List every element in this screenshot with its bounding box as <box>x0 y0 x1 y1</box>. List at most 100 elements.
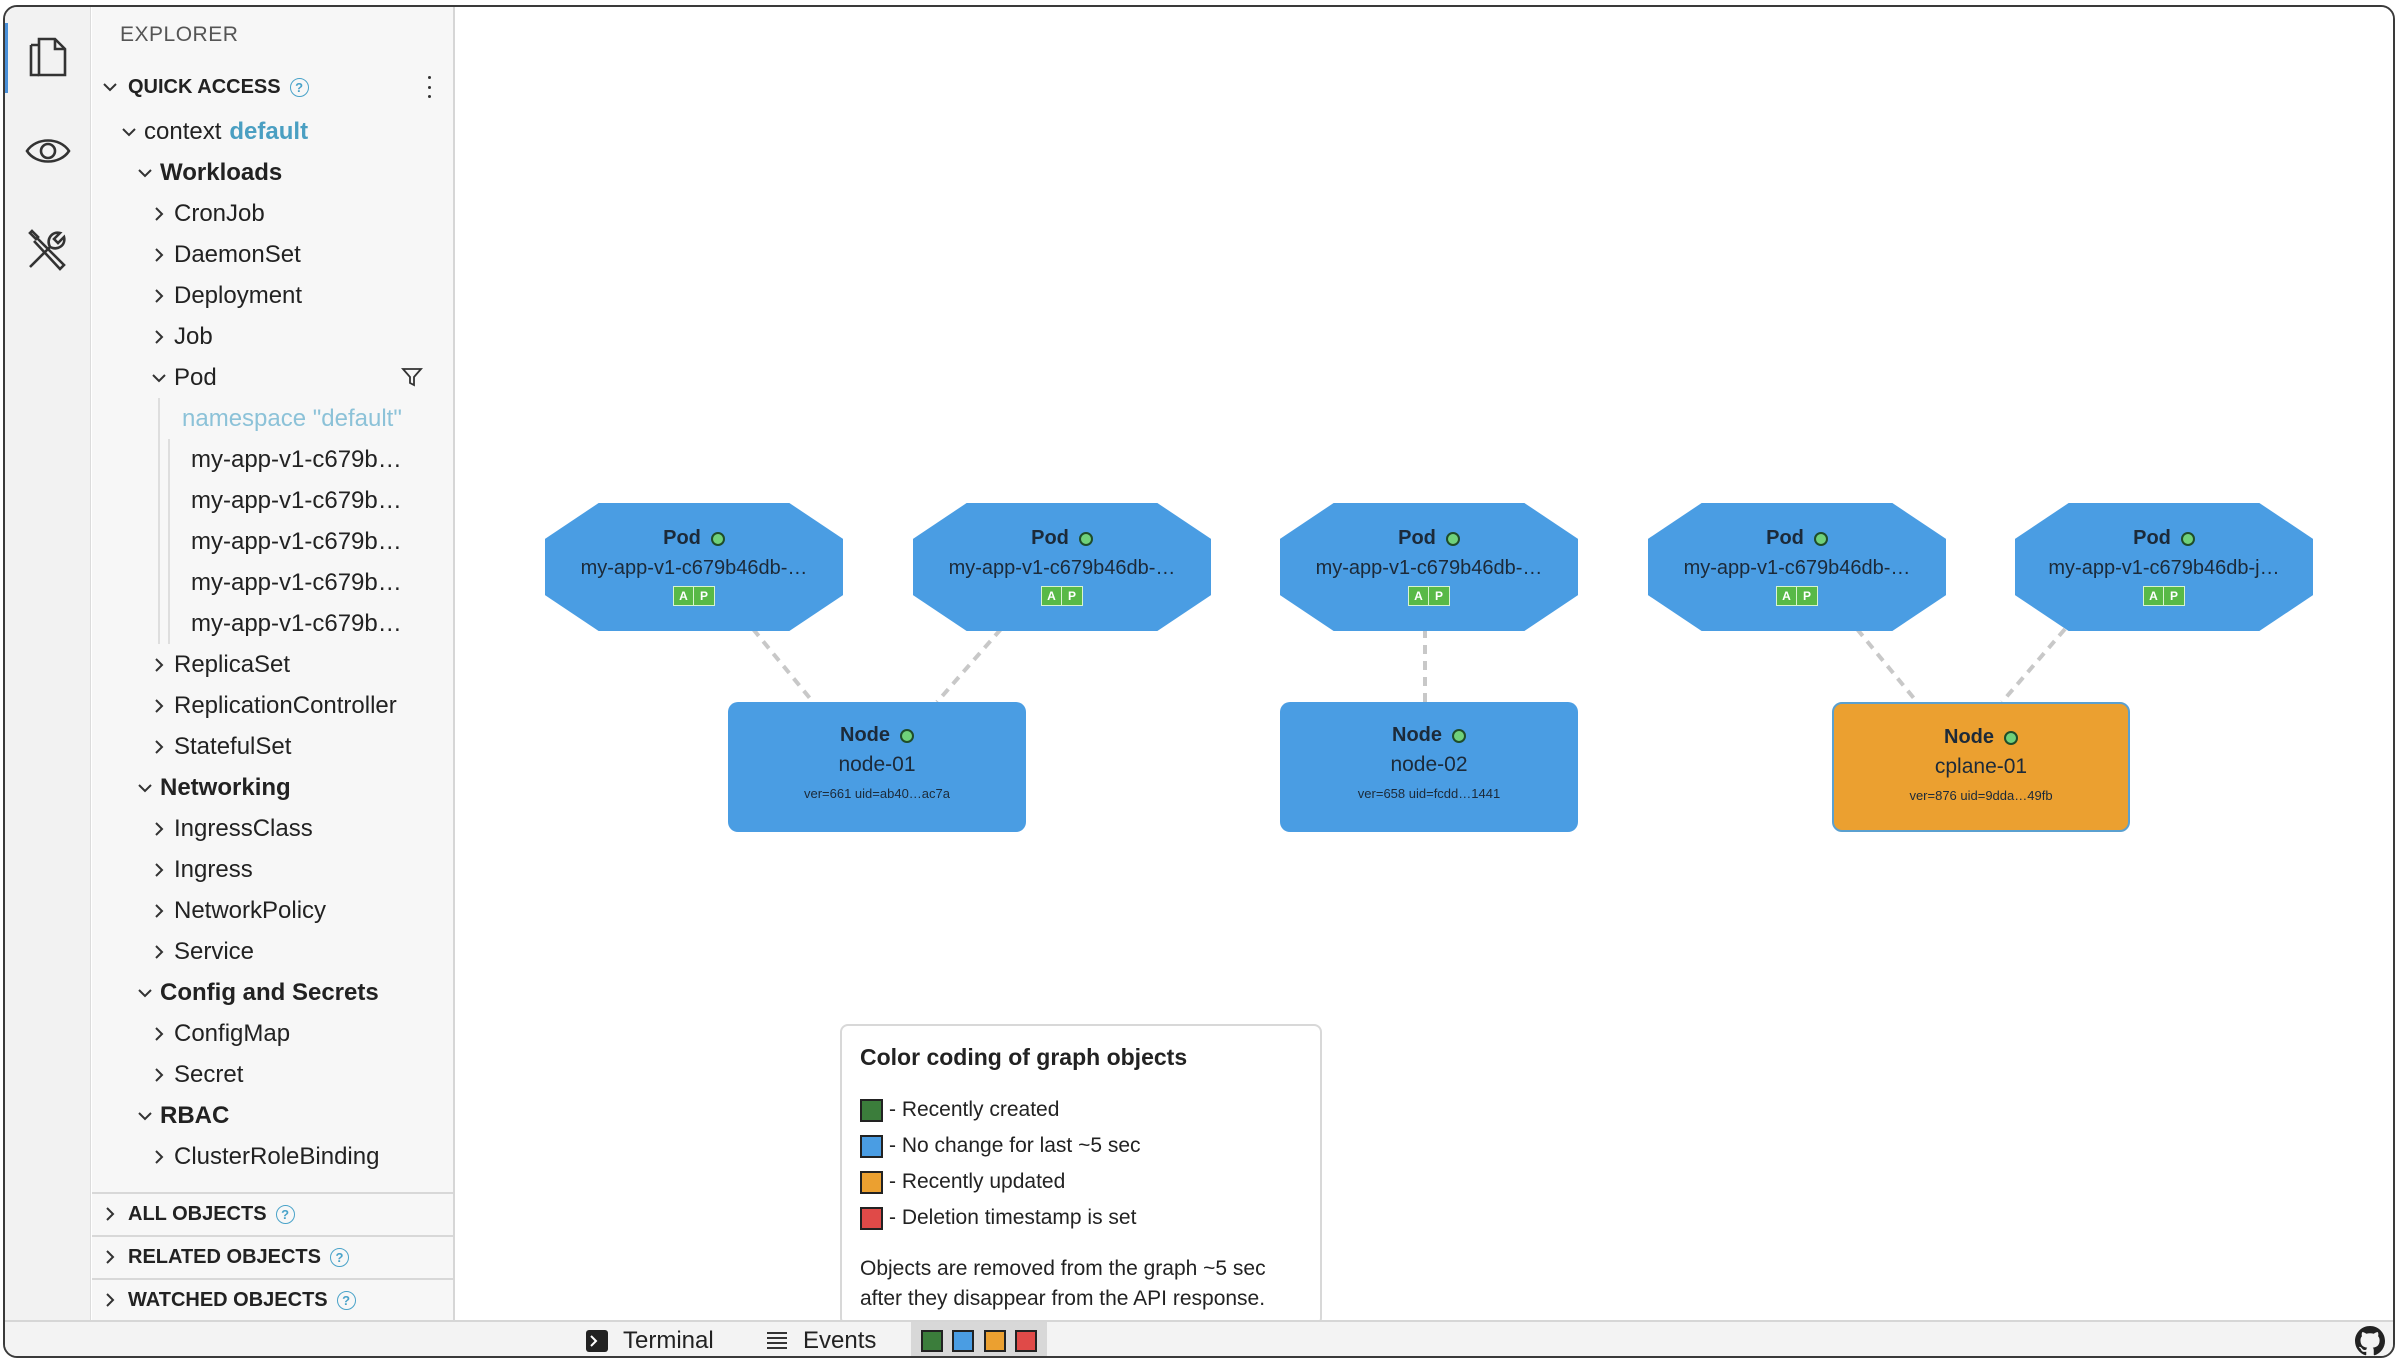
terminal-icon <box>585 1329 609 1353</box>
tree-item-label: ClusterRoleBinding <box>174 1142 380 1170</box>
tree-item-cronjob[interactable]: CronJob <box>92 193 453 234</box>
pod-kind: Pod <box>663 527 701 549</box>
badge: P <box>694 587 714 605</box>
tree-item-label: Deployment <box>174 281 303 309</box>
chevron-right-icon <box>148 329 170 344</box>
legend-note: Objects are removed from the graph ~5 se… <box>860 1257 1266 1310</box>
graph-node[interactable]: Node cplane-01 ver=876 uid=9dda…49fb <box>1832 702 2130 832</box>
tree-item-deployment[interactable]: Deployment <box>92 275 453 316</box>
help-icon[interactable]: ? <box>289 77 309 97</box>
eye-icon[interactable] <box>5 111 91 191</box>
tree-item-replicationcontroller[interactable]: ReplicationController <box>92 685 453 726</box>
tools-icon[interactable] <box>5 209 91 289</box>
explorer-files-icon[interactable] <box>5 15 91 95</box>
badge: P <box>2164 587 2184 605</box>
pod-name: my-app-v1-c679b46db-j… <box>2048 557 2280 579</box>
context-row[interactable]: context default <box>92 111 453 152</box>
color-swatch <box>860 1098 883 1122</box>
tree-item-label: Job <box>174 322 213 350</box>
badge: A <box>1042 587 1062 605</box>
pod-entry[interactable]: my-app-v1-c679b… <box>191 568 402 596</box>
github-icon[interactable] <box>2355 1322 2385 1356</box>
tree-item-label: DaemonSet <box>174 240 301 268</box>
tree-item-pod[interactable]: Pod <box>92 357 453 398</box>
tree-item-job[interactable]: Job <box>92 316 453 357</box>
help-icon[interactable]: ? <box>275 1204 295 1224</box>
pod-entry[interactable]: my-app-v1-c679b… <box>191 527 402 555</box>
group-config-and-secrets[interactable]: Config and Secrets <box>92 972 453 1013</box>
color-legend-toggle[interactable] <box>911 1322 1047 1356</box>
badge: A <box>2144 587 2164 605</box>
tree-item-label: Service <box>174 937 255 965</box>
pod-entry[interactable]: my-app-v1-c679b… <box>191 609 402 637</box>
group-rbac[interactable]: RBAC <box>92 1095 453 1136</box>
app-window: EXPLORER QUICK ACCESS ? context default … <box>3 5 2395 1358</box>
quick-access-title: QUICK ACCESS <box>128 75 281 98</box>
tree-item-statefulset[interactable]: StatefulSet <box>92 726 453 767</box>
events-button[interactable]: Events <box>765 1322 876 1356</box>
legend-item: - Deletion timestamp is set <box>860 1206 1136 1230</box>
tree-item-daemonset[interactable]: DaemonSet <box>92 234 453 275</box>
watched-objects-header[interactable]: WATCHED OBJECTS ? <box>92 1278 453 1320</box>
help-icon[interactable]: ? <box>329 1247 349 1267</box>
chevron-right-icon <box>148 1149 170 1164</box>
group-label: Networking <box>160 773 291 801</box>
section-title: RELATED OBJECTS <box>128 1245 321 1268</box>
legend-swatch-updated <box>983 1330 1006 1352</box>
all-objects-header[interactable]: ALL OBJECTS ? <box>92 1192 453 1234</box>
group-label: Workloads <box>160 158 283 186</box>
terminal-button[interactable]: Terminal <box>585 1322 714 1356</box>
pod-entry[interactable]: my-app-v1-c679b… <box>191 486 402 514</box>
tree-item-secret[interactable]: Secret <box>92 1054 453 1095</box>
more-actions-icon[interactable] <box>419 76 439 98</box>
graph-node[interactable]: Node node-02 ver=658 uid=fcdd…1441 <box>1280 702 1578 832</box>
node-kind: Node <box>1392 724 1442 746</box>
chevron-right-icon <box>92 1250 128 1264</box>
filter-icon[interactable] <box>401 366 423 395</box>
chevron-right-icon <box>148 1026 170 1041</box>
help-icon[interactable]: ? <box>336 1290 356 1310</box>
pod-entry[interactable]: my-app-v1-c679b… <box>191 445 402 473</box>
status-dot-icon <box>2004 730 2018 745</box>
tree-guide <box>168 439 170 644</box>
node-meta: ver=658 uid=fcdd…1441 <box>1357 786 1501 801</box>
node-name: node-02 <box>1390 753 1468 776</box>
graph-node[interactable]: Node node-01 ver=661 uid=ab40…ac7a <box>728 702 1026 832</box>
tree-item-ingress[interactable]: Ingress <box>92 849 453 890</box>
status-dot-icon <box>1078 531 1093 546</box>
group-networking[interactable]: Networking <box>92 767 453 808</box>
badge: P <box>1797 587 1817 605</box>
context-label: context <box>144 117 222 145</box>
badge: P <box>1429 587 1449 605</box>
pod-kind: Pod <box>1398 527 1436 549</box>
tree-item-configmap[interactable]: ConfigMap <box>92 1013 453 1054</box>
group-workloads[interactable]: Workloads <box>92 152 453 193</box>
pod-name: my-app-v1-c679b46db-… <box>948 557 1176 579</box>
group-label: Config and Secrets <box>160 978 379 1006</box>
badge: A <box>1409 587 1429 605</box>
pod-namespace-filter[interactable]: namespace "default" <box>182 404 402 432</box>
tree-item-ingressclass[interactable]: IngressClass <box>92 808 453 849</box>
chevron-down-icon <box>134 1111 156 1121</box>
tree-item-label: Pod <box>174 363 217 391</box>
tree-item-replicaset[interactable]: ReplicaSet <box>92 644 453 685</box>
tree-item-networkpolicy[interactable]: NetworkPolicy <box>92 890 453 931</box>
node-meta: ver=661 uid=ab40…ac7a <box>803 786 950 801</box>
legend-label: - Deletion timestamp is set <box>889 1206 1137 1229</box>
legend-title: Color coding of graph objects <box>860 1044 1188 1070</box>
related-objects-header[interactable]: RELATED OBJECTS ? <box>92 1235 453 1277</box>
quick-access-header[interactable]: QUICK ACCESS ? <box>92 66 453 108</box>
tree-item-label: ReplicationController <box>174 691 397 719</box>
pod-name: my-app-v1-c679b46db-… <box>1315 557 1543 579</box>
status-dot-icon <box>1445 531 1460 546</box>
tree-guide <box>158 398 160 644</box>
tree-item-service[interactable]: Service <box>92 931 453 972</box>
tree-item-clusterrolebinding[interactable]: ClusterRoleBinding <box>92 1136 453 1177</box>
badge: A <box>1777 587 1797 605</box>
